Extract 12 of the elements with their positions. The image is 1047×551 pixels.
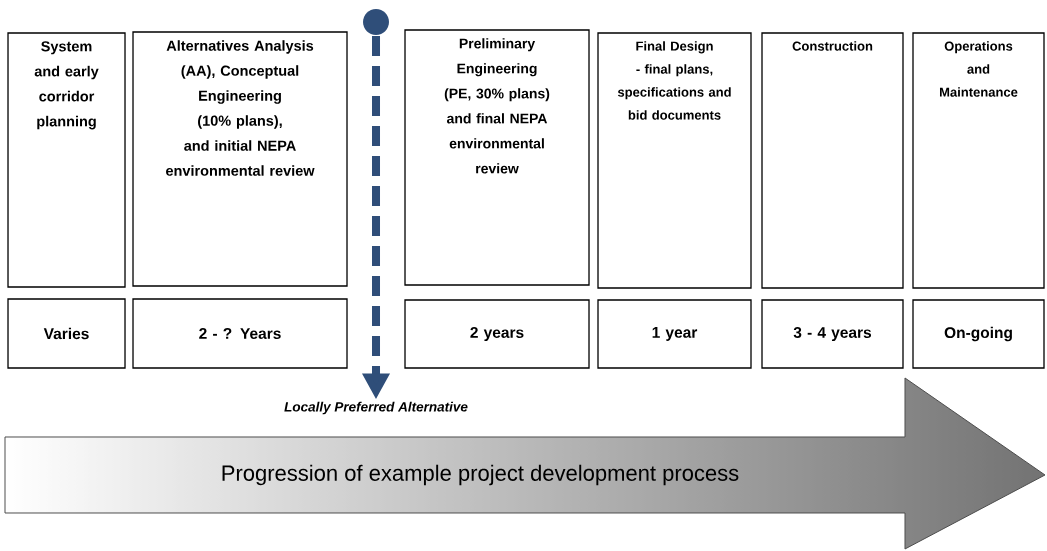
phase-box: Preliminary Engineering (PE, 30% plans) and final NEPA environmental review: [404, 29, 590, 286]
duration-box: 2 - ? Years: [132, 298, 348, 369]
phase-box: System and early corridor planning: [7, 32, 126, 288]
duration-box: 3 - 4 years: [761, 299, 904, 369]
phase-box: Operations and Maintenance: [912, 32, 1045, 289]
phase-box: Final Design - final plans, specifications and bid documents: [597, 32, 752, 289]
duration-box: 2 years: [404, 299, 590, 369]
duration-box: On-going: [912, 299, 1045, 369]
phase-box: Construction: [761, 32, 904, 289]
duration-box: Varies: [7, 298, 126, 369]
duration-box: 1 year: [597, 299, 752, 369]
phase-box: Alternatives Analysis (AA), Conceptual Engineering (10% plans), and initial NEPA environmental review: [132, 31, 348, 287]
